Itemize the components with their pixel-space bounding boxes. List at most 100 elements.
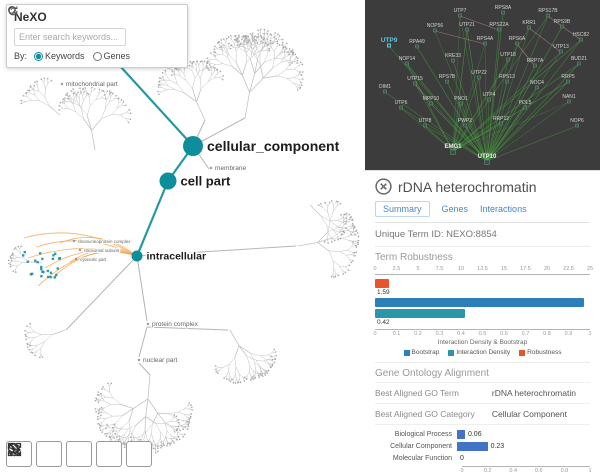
gene-label-EMG1: EMG1 [444, 144, 462, 150]
gene-node-RRP5[interactable] [566, 79, 570, 84]
gene-node-RPS17B[interactable] [546, 13, 550, 18]
tree-node-cell-part[interactable] [159, 172, 177, 190]
radio-genes[interactable] [92, 51, 102, 61]
search-by-option-keywords[interactable]: Keywords [34, 51, 85, 61]
gene-node-EMG1[interactable] [450, 149, 456, 155]
gene-node-BUD21[interactable] [577, 61, 581, 66]
tree-node-cellular_component[interactable] [183, 136, 203, 156]
gene-node-DIM1[interactable] [383, 89, 387, 94]
gene-node-NOP56[interactable] [433, 28, 437, 33]
radio-keywords[interactable] [34, 51, 44, 61]
gene-node-UTP15[interactable] [413, 81, 417, 86]
gene-node-UTP4[interactable] [487, 97, 491, 102]
tree-label-cytosolic-part[interactable]: cytosolic part [79, 256, 108, 263]
gene-node-RPS6A[interactable] [515, 41, 519, 46]
robustness-legend: Bootstrap Interaction Density Robustness [375, 349, 590, 356]
tab-genes[interactable]: Genes [441, 204, 469, 214]
reset-icon[interactable] [8, 6, 162, 45]
gene-label-UTP4: UTP4 [483, 92, 496, 98]
gene-label-RPS13: RPS13 [499, 74, 515, 80]
help-icon[interactable]: ? [10, 5, 180, 45]
gene-node-RPS22A[interactable] [497, 27, 501, 32]
gene-node-RRP7A[interactable] [533, 63, 537, 68]
gene-node-POL5[interactable] [523, 105, 527, 110]
tab-interactions[interactable]: Interactions [480, 204, 527, 214]
gene-label-RPS8A: RPS8A [495, 5, 512, 11]
robustness-heading: Term Robustness [375, 246, 590, 263]
gene-node-UTP6[interactable] [399, 105, 403, 110]
gene-node-RPS13[interactable] [505, 79, 509, 84]
gene-label-RPS17B: RPS17B [538, 8, 558, 14]
search-by-option-genes[interactable]: Genes [92, 51, 130, 61]
close-icon[interactable] [375, 178, 392, 195]
tree-label-protein-complex[interactable]: protein complex [151, 320, 200, 329]
gene-node-UTP18[interactable] [506, 57, 510, 62]
search-input[interactable] [14, 28, 126, 46]
gene-node-RRP12[interactable] [499, 121, 503, 126]
tree-label-membrane[interactable]: membrane [214, 164, 247, 173]
gene-node-UTP9[interactable] [387, 43, 391, 48]
gene-node-KRE33[interactable] [451, 58, 455, 63]
gene-label-UTP9: UTP9 [381, 37, 398, 44]
gene-node-UTP7[interactable] [458, 13, 462, 18]
gene-label-RPS7B: RPS7B [439, 74, 456, 80]
search-icon[interactable] [8, 6, 144, 45]
app-title: NeXO [14, 10, 47, 24]
tree-label-ribonucleoprotein-complex[interactable]: ribonucleoprotein complex [77, 238, 132, 245]
term-title: rDNA heterochromatin [398, 178, 537, 195]
tree-label-nuclear-part[interactable]: nuclear part [142, 356, 179, 365]
gene-node-RPS9B[interactable] [560, 24, 564, 29]
gene-label-UTP13: UTP13 [553, 44, 569, 50]
tree-node-intracellular[interactable] [131, 250, 143, 262]
legend-item-robustness: Robustness [519, 349, 562, 356]
tab-summary[interactable]: Summary [375, 201, 430, 217]
gene-node-HSC82[interactable] [579, 37, 583, 42]
gene-label-KRE33: KRE33 [445, 53, 461, 59]
gene-node-RPS4A[interactable] [483, 41, 487, 46]
detail-tabs: Summary Genes Interactions [375, 200, 590, 223]
ontology-tree-canvas[interactable]: mitochondrial part membrane protein comple… [0, 0, 365, 473]
tree-label-mitochondrial-part[interactable]: mitochondrial part [65, 80, 119, 89]
tree-label-ribosomal-subunit[interactable]: ribosomal subunit [83, 247, 121, 254]
gene-node-NOP14[interactable] [405, 61, 409, 66]
gene-label-RRP5: RRP5 [561, 74, 575, 80]
gene-node-UTP21[interactable] [465, 27, 469, 32]
gene-label-PNO1: PNO1 [454, 96, 468, 102]
zoom-out-button[interactable] [7, 441, 62, 467]
legend-item-bootstrap: Bootstrap [403, 349, 439, 356]
gene-label-UTP7: UTP7 [454, 8, 467, 14]
gene-node-UTP22[interactable] [477, 75, 481, 80]
gene-node-NAN1[interactable] [567, 99, 571, 104]
gene-label-NOP56: NOP56 [427, 23, 444, 29]
gene-node-PWP2[interactable] [463, 123, 467, 128]
gene-node-UTP13[interactable] [559, 49, 563, 54]
gene-node-MPP10[interactable] [429, 101, 433, 106]
gene-label-RRP7A: RRP7A [527, 58, 544, 64]
layers-button[interactable] [7, 441, 152, 467]
gene-node-UTP10[interactable] [484, 159, 490, 165]
gene-node-RPS8A[interactable] [501, 10, 505, 15]
gene-node-NOP6[interactable] [575, 123, 579, 128]
gene-node-RPA49[interactable] [415, 44, 419, 49]
gene-node-RPS7B[interactable] [445, 79, 449, 84]
gene-label-RPS4A: RPS4A [477, 36, 494, 42]
robustness-bar-row-interaction-density: 0.42 [375, 309, 590, 326]
gene-node-PNO1[interactable] [459, 101, 463, 106]
gene-label-KRR1: KRR1 [522, 20, 536, 26]
gene-node-KRR1[interactable] [527, 25, 531, 30]
gene-node-UTP8[interactable] [423, 123, 427, 128]
gene-label-UTP10: UTP10 [478, 154, 497, 160]
fit-to-screen-button[interactable] [7, 441, 92, 467]
gene-node-NOC4[interactable] [535, 85, 539, 90]
gene-label-PWP2: PWP2 [458, 118, 472, 124]
legend-item-interaction-density: Interaction Density [448, 349, 510, 356]
expand-tree-button[interactable] [9, 441, 122, 467]
